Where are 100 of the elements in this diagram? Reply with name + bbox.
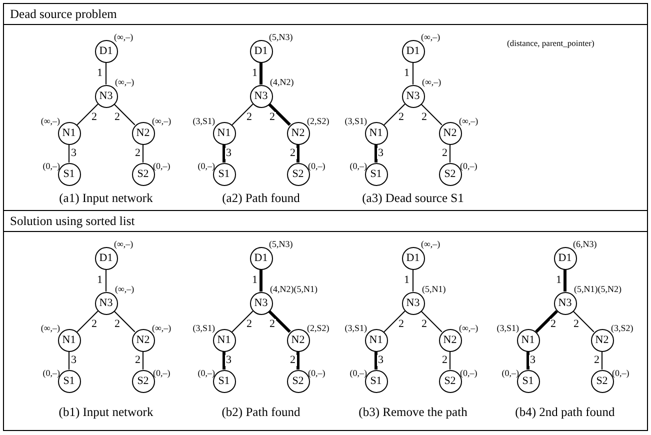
node-circle: N3	[402, 84, 424, 108]
edge-line	[374, 144, 378, 162]
node-circle: S2	[286, 370, 310, 392]
node-circle: N3	[402, 292, 424, 314]
edge-label: 2	[289, 354, 296, 366]
edge-line	[114, 104, 136, 126]
node-circle: D1	[250, 40, 272, 62]
edge-line	[268, 103, 291, 126]
node-value-label: (0,–)	[198, 161, 215, 171]
node-value-label: (∞,–)	[40, 116, 60, 126]
edge-label: 2	[246, 112, 253, 122]
edge-label: 1	[555, 274, 562, 286]
node-value-label: (3,S1)	[344, 323, 367, 333]
node-value-label: (3,S1)	[192, 323, 215, 333]
node-circle: S2	[132, 162, 154, 186]
edge-line	[296, 352, 300, 370]
edge-label: 1	[403, 274, 410, 286]
edge-line	[535, 310, 558, 333]
node-value-label: (0,–)	[612, 368, 630, 378]
node-value-label: (3,S1)	[192, 116, 215, 126]
edge-line	[142, 351, 144, 370]
edge-label: 2	[114, 112, 121, 122]
node-value-label: (∞,–)	[422, 77, 442, 87]
node-value-label: (0,–)	[308, 368, 326, 378]
node-circle: S2	[590, 370, 614, 392]
node-value-label: (5,N1)	[422, 284, 446, 294]
node-value-label: (5,N3)	[269, 239, 293, 249]
edge-line	[384, 310, 406, 332]
subfigure-caption: (b1) Input network	[58, 405, 154, 420]
edge-line	[564, 270, 566, 292]
node-value-label: (3,S1)	[344, 116, 367, 126]
node-value-label: (6,N3)	[573, 239, 597, 249]
node-value-label: (∞,–)	[421, 32, 440, 42]
edge-line	[412, 269, 414, 292]
subfigure-caption: (b3) Remove the path	[358, 405, 468, 420]
node-circle: S2	[132, 370, 154, 392]
edge-label: 2	[550, 318, 557, 330]
edge-label: 1	[251, 68, 258, 78]
node-value-label: (0,–)	[460, 368, 478, 378]
node-value-label: (4,N2)(5,N1)	[270, 284, 318, 294]
edge-label: 2	[398, 318, 405, 330]
edge-line	[412, 62, 414, 85]
edge-line	[374, 352, 378, 370]
node-value-label: (0,–)	[350, 161, 367, 171]
edge-label: 3	[70, 354, 78, 366]
node-circle: D1	[94, 246, 118, 270]
node-circle: N3	[250, 292, 272, 314]
edge-line	[572, 310, 594, 332]
node-circle: D1	[402, 40, 424, 62]
edge-line	[420, 310, 442, 332]
edge-label: 2	[441, 148, 448, 158]
edge-label: 1	[403, 68, 410, 78]
edge-label: 1	[251, 274, 258, 286]
node-value-label: (∞,–)	[152, 116, 172, 126]
node-circle: S2	[286, 162, 310, 186]
edge-line	[232, 310, 254, 332]
node-value-label: (0,–)	[42, 368, 60, 378]
edge-label: 2	[572, 318, 580, 330]
node-value-label: (3,S1)	[496, 323, 519, 333]
node-value-label: (5,N3)	[269, 32, 293, 42]
edge-label: 2	[268, 112, 276, 122]
edge-line	[384, 104, 406, 126]
edge-label: 2	[90, 318, 98, 330]
node-value-label: (∞,–)	[114, 239, 134, 249]
edge-line	[268, 310, 291, 333]
node-value-label: (∞,–)	[40, 323, 60, 333]
edge-label: 2	[420, 318, 428, 330]
edge-line	[260, 270, 262, 292]
node-circle: N3	[554, 292, 576, 314]
node-value-label: (0,–)	[350, 368, 367, 378]
edge-label: 2	[420, 112, 428, 122]
node-value-label: (0,–)	[153, 368, 170, 378]
node-circle: D1	[554, 246, 576, 270]
edge-label: 2	[90, 112, 98, 122]
edge-line	[76, 310, 98, 332]
node-circle: D1	[250, 246, 272, 270]
node-circle: D1	[402, 246, 424, 270]
edge-label: 2	[246, 318, 253, 330]
node-value-label: (∞,–)	[459, 323, 478, 333]
edge-line	[68, 144, 70, 163]
edge-line	[526, 352, 530, 370]
edge-line	[142, 144, 144, 163]
node-value-label: (∞,–)	[115, 77, 134, 87]
node-value-label: (0,–)	[502, 368, 519, 378]
section-heading: Solution using sorted list	[4, 211, 647, 232]
node-value-label: (∞,–)	[421, 239, 440, 249]
subfigure-caption: (a3) Dead source S1	[361, 191, 465, 206]
node-value-label: (0,–)	[42, 161, 60, 171]
edge-line	[222, 352, 226, 370]
node-value-label: (2,S2)	[307, 116, 330, 126]
edge-line	[260, 62, 262, 84]
edge-line	[420, 104, 442, 126]
edge-label: 3	[529, 354, 536, 366]
node-value-label: (3,S2)	[611, 323, 634, 333]
edge-line	[68, 351, 70, 370]
edge-label: 1	[96, 68, 104, 78]
node-value-label: (2,S2)	[307, 323, 330, 333]
edge-line	[232, 104, 254, 126]
edge-label: 2	[398, 112, 405, 122]
edge-line	[76, 104, 98, 126]
